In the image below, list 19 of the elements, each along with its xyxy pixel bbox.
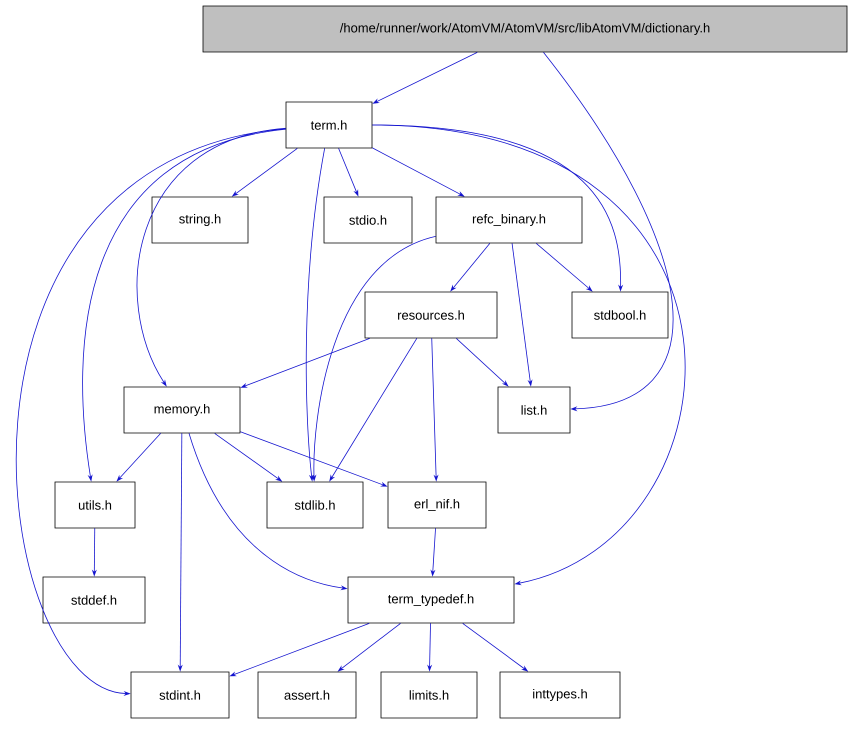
file-box: utils.h <box>54 482 136 528</box>
file-box: refc_binary.h <box>436 196 582 244</box>
file-box: inttypes.h <box>500 672 620 718</box>
file-box: term_typedef.h <box>348 576 514 624</box>
file-box: erl_nif.h <box>388 482 486 528</box>
file-box: list.h <box>498 386 570 434</box>
file-box: stdint.h <box>130 672 230 718</box>
file-box: resources.h <box>364 292 498 338</box>
file-box: string.h <box>152 196 248 244</box>
file-box: assert.h <box>258 672 356 718</box>
file-box: limits.h <box>380 672 478 718</box>
file-box: stdio.h <box>324 196 412 244</box>
arrow <box>543 52 673 412</box>
file-box: stddef.h <box>42 576 146 624</box>
file-box: stdlib.h <box>266 482 364 528</box>
file-box: term.h <box>286 102 372 148</box>
file-box: stdbool.h <box>572 292 668 338</box>
file-box: /home/runner/work/AtomVM/AtomVM/src/libAtomVM/dictionary.h <box>202 6 848 52</box>
file-box: memory.h <box>124 386 240 434</box>
